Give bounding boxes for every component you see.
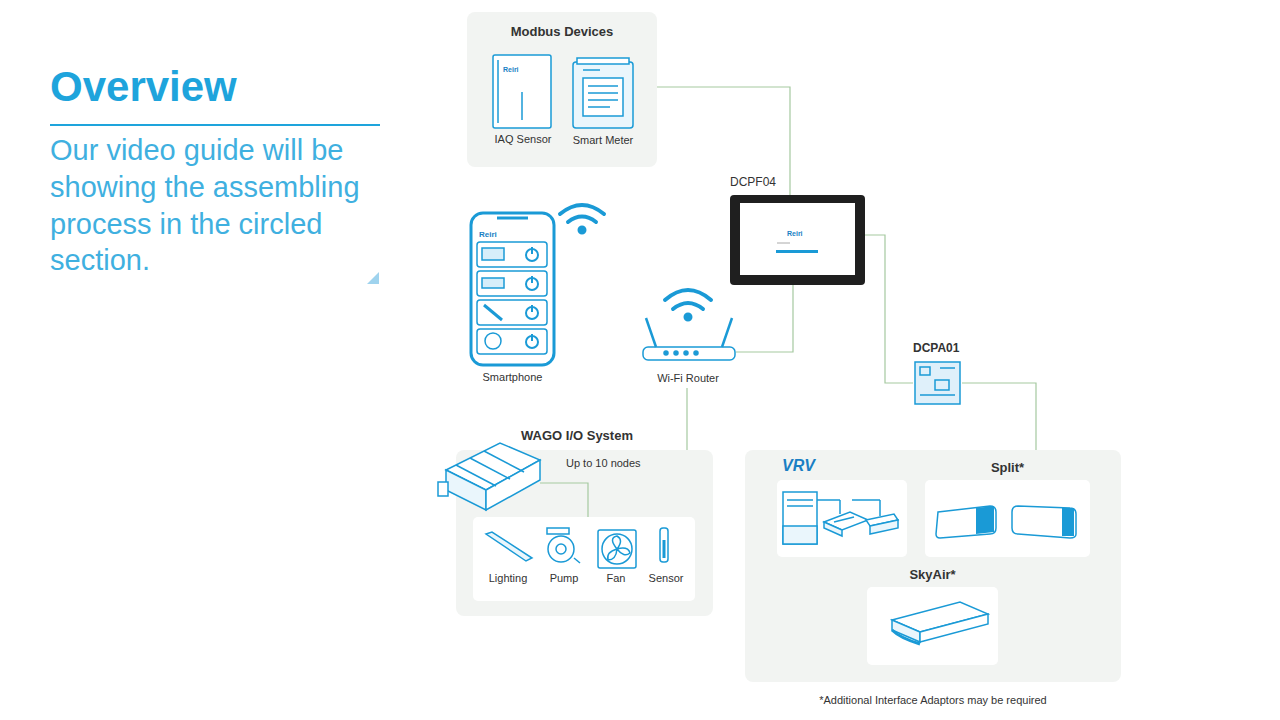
device-node: DCPA01	[913, 362, 962, 405]
fan-icon	[598, 530, 636, 568]
pump-icon	[547, 528, 580, 563]
footnote: *Additional Interface Adaptors may be re…	[745, 694, 1121, 707]
connector	[865, 235, 913, 383]
node-label: SkyAir*	[867, 567, 998, 583]
node-label: Pump	[538, 572, 590, 585]
corner-mark	[367, 272, 379, 284]
device-node: Pump	[538, 520, 590, 598]
node-label: Wi-Fi Router	[635, 372, 741, 385]
connector	[687, 388, 688, 450]
device-node: Split*	[925, 480, 1090, 557]
sensor-icon	[660, 528, 668, 562]
group-panel: Modbus DevicesIAQ SensorSmart Meter	[467, 12, 657, 167]
wago-device-icon	[438, 443, 540, 510]
node-label: Modbus Devices	[467, 24, 657, 40]
connector	[736, 285, 793, 352]
device-node: Wi-Fi Router	[640, 283, 736, 388]
device-node: Lighting	[478, 520, 538, 598]
inner-box	[925, 480, 1090, 557]
group-panel: VRVSplit*SkyAir*	[745, 450, 1121, 682]
connector-line	[962, 383, 1036, 450]
page-title: Overview	[50, 64, 237, 110]
node-label: VRV	[782, 456, 815, 475]
brand-mark: Reiri	[787, 230, 827, 238]
brand-mark: Reiri	[479, 230, 519, 240]
router-icon	[643, 290, 735, 360]
dcpa01-board-icon	[915, 362, 960, 404]
node-label: DCPF04	[730, 175, 776, 189]
brand-mark: Reiri	[503, 66, 543, 74]
device-node: SkyAir*	[867, 587, 998, 665]
device-node: Fan	[590, 520, 642, 598]
node-label: Split*	[925, 460, 1090, 476]
connector-line	[865, 235, 913, 383]
device-node: IAQ Sensor	[490, 52, 556, 150]
iaq-sensor-icon	[493, 55, 551, 128]
connector-line	[736, 285, 793, 352]
smart-meter-icon	[573, 58, 633, 128]
split-units-icon	[936, 506, 1076, 538]
inner-box	[473, 517, 695, 601]
inner-box	[777, 480, 907, 557]
device-node: VRV	[777, 480, 907, 557]
node-label: Lighting	[478, 572, 538, 585]
node-label: Smartphone	[460, 371, 565, 384]
title-rule	[50, 124, 380, 126]
lighting-icon	[486, 532, 532, 561]
intro-text: Our video guide will be showing the asse…	[50, 132, 390, 279]
connector	[657, 87, 790, 195]
panel	[467, 12, 657, 167]
connector-line	[657, 87, 790, 195]
wire	[540, 483, 588, 517]
connector-line	[686, 388, 687, 450]
group-panel: WAGO I/O SystemUp to 10 nodesLightingPum…	[456, 450, 713, 616]
device-node: Sensor	[642, 520, 690, 598]
node-note: Up to 10 nodes	[566, 457, 641, 470]
vrv-units-icon	[783, 492, 898, 544]
node-label: Smart Meter	[562, 134, 644, 147]
skyair-unit-icon	[892, 602, 988, 644]
node-label: Sensor	[638, 572, 694, 585]
device-node: Smart Meter	[568, 52, 638, 150]
connector	[962, 383, 1036, 450]
device-node: DCPF04	[730, 195, 865, 285]
smartphone-icon	[471, 213, 554, 365]
dcpf04-panel-icon	[730, 195, 865, 285]
node-label: DCPA01	[913, 341, 959, 355]
inner-box	[867, 587, 998, 665]
node-label: IAQ Sensor	[484, 133, 562, 146]
panel	[745, 450, 1121, 682]
node-label: WAGO I/O System	[521, 428, 633, 444]
wifi-symbol	[560, 205, 604, 233]
node-label: Fan	[590, 572, 642, 585]
